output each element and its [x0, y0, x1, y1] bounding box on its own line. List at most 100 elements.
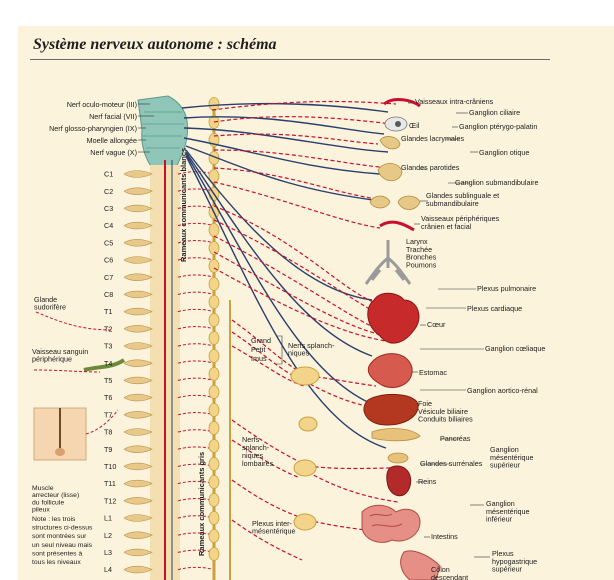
vertebra-label-t9: T9 [104, 445, 112, 454]
vertical-label-white-rami: Rameaux communicants blancs [179, 148, 188, 262]
ramus [177, 446, 215, 450]
organ-label: Reins [418, 477, 437, 486]
chain-ganglion [208, 529, 220, 543]
stomach [367, 353, 413, 388]
organ-label: Glandes parotides [401, 163, 460, 172]
chain-ganglion [208, 277, 220, 291]
spinal-column [150, 160, 180, 580]
organ-label: Ganglion otique [479, 148, 529, 157]
chain-ganglion [208, 295, 220, 309]
vertebra-root [123, 479, 153, 488]
superior-mesenteric-ganglion [293, 459, 317, 477]
parotid-gland [377, 163, 403, 182]
vertebra-root [123, 428, 153, 436]
organ-label: Pancréas [440, 434, 471, 443]
heart [367, 292, 420, 344]
submandibular-gland [397, 195, 421, 210]
vertebra-label-c3: C3 [104, 204, 113, 213]
organ-label: Cœur [427, 320, 446, 329]
prevertebral-ganglia [290, 366, 320, 531]
vertebra-label-l1: L1 [104, 514, 112, 523]
vertebra-root [123, 325, 153, 333]
parasympathetic-nerves [181, 102, 389, 449]
ramus [177, 308, 215, 313]
vertical-label-gray-rami: Rameaux communicants gris [197, 452, 206, 556]
chain-ganglion [208, 403, 220, 417]
vertebra-root [123, 411, 153, 419]
intestines [361, 504, 421, 543]
pancreas [371, 428, 421, 442]
diagram-title: Système nerveux autonome : schéma [33, 36, 277, 53]
vertebra-root [123, 393, 153, 402]
chain-ganglion [208, 547, 220, 561]
chain-ganglion [208, 457, 220, 471]
celiac-ganglion [290, 366, 320, 386]
vertebra-root [123, 204, 153, 213]
chain-ganglion [208, 223, 220, 237]
vertebra-root [123, 497, 153, 505]
splanchnic-bracket [276, 335, 283, 365]
organ-label: Œil [409, 121, 420, 130]
ramus [177, 549, 215, 553]
vertebra-root [123, 565, 153, 574]
chain-ganglion [208, 493, 220, 507]
vertebra-label-c8: C8 [104, 290, 113, 299]
vertebra-label-t12: T12 [104, 496, 116, 505]
vertebra-label-t10: T10 [104, 462, 116, 471]
organ-label: Ganglion ptérygo-palatin [459, 122, 537, 131]
brainstem-stripes [142, 111, 184, 149]
liver [363, 394, 419, 426]
chain-ganglion [208, 421, 220, 435]
vertebra-root [123, 445, 153, 453]
organ-label: Plexus cardiaque [467, 304, 522, 313]
vertebra-label-t6: T6 [104, 393, 112, 402]
adrenal-gland [387, 452, 409, 464]
aortico-renal-ganglion [298, 416, 318, 432]
vertebra-label-c2: C2 [104, 187, 113, 196]
vertebra-root [123, 256, 153, 264]
vertebra-label-l4: L4 [104, 565, 112, 574]
vertebra-root [123, 548, 153, 557]
vertebra-label-c1: C1 [104, 170, 113, 179]
organ-label: Estomac [419, 368, 447, 377]
peripheral-vessel-illustration [83, 358, 126, 372]
organs [361, 98, 441, 580]
ramus [177, 532, 215, 536]
cranial-nerve-label: Nerf glosso-pharyngien (IX) [49, 124, 137, 133]
cranial-nerve-label: Nerf vague (X) [90, 148, 137, 157]
organ-label: Ganglion submandibulaire [455, 178, 539, 187]
sympathetic-chain [208, 97, 231, 580]
cranial-nerve-labels: Nerf oculo-moteur (III) Nerf facial (VII)… [49, 100, 137, 157]
ramus [177, 463, 215, 467]
vertebra-root [123, 187, 153, 195]
ramus [177, 360, 215, 364]
chain-ganglion [208, 259, 220, 273]
chain-ganglion [208, 367, 220, 381]
vertebra-root [123, 376, 153, 385]
ramus [177, 412, 215, 416]
ramus [177, 480, 215, 485]
cranial-nerve-label: Nerf facial (VII) [89, 112, 137, 121]
vertebra-root [123, 359, 153, 367]
organ-label: Ganglion aortico-rénal [467, 386, 538, 395]
vertebra-label-t11: T11 [104, 479, 116, 488]
chain-ganglion [208, 97, 220, 111]
ramus [177, 343, 215, 347]
vertebra-root [123, 462, 153, 471]
organ-label: Intestins [431, 532, 458, 541]
title-rule [30, 59, 550, 60]
ramus [177, 291, 215, 295]
vertebra-label-t5: T5 [104, 376, 112, 385]
vertebra-label-c5: C5 [104, 238, 113, 247]
cranial-nerve-label: Nerf oculo-moteur (III) [67, 100, 137, 109]
chain-ganglion [208, 385, 220, 399]
